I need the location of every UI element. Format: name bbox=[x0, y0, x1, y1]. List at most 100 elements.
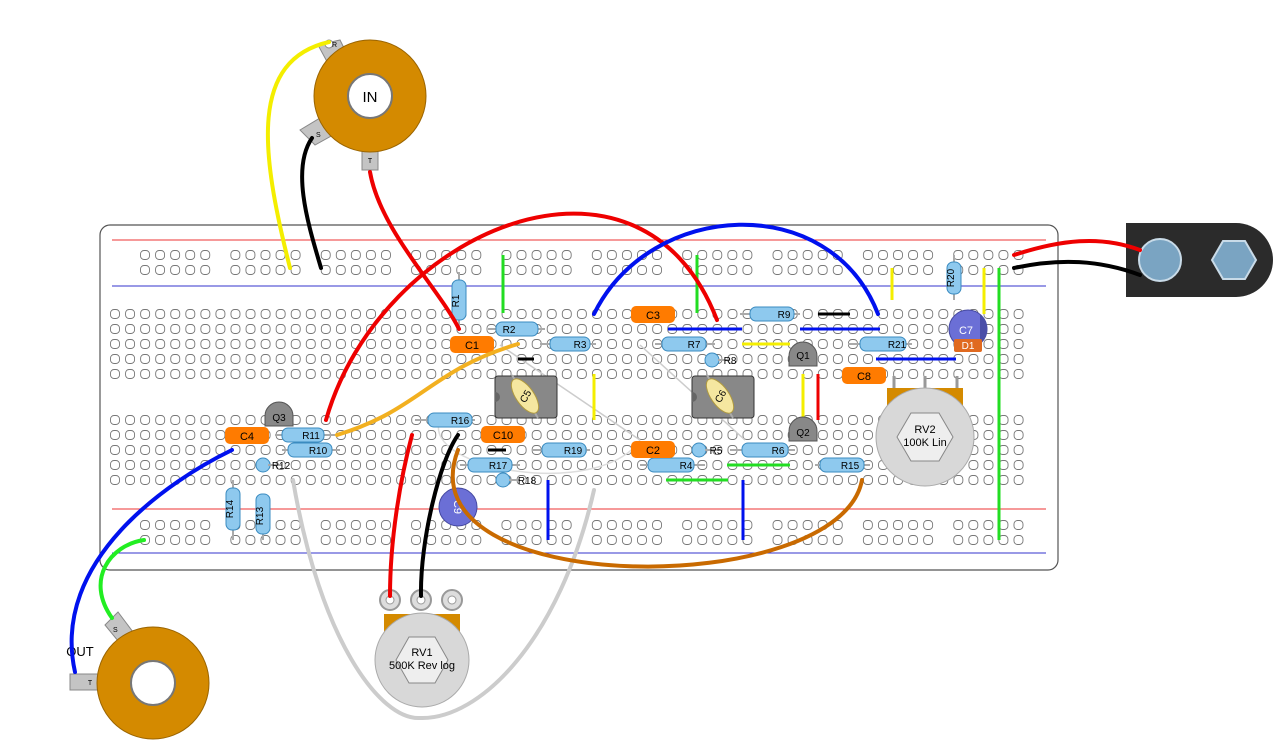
breadboard-hole[interactable] bbox=[335, 354, 346, 364]
breadboard-hole[interactable] bbox=[335, 460, 346, 470]
breadboard-hole[interactable] bbox=[652, 265, 662, 275]
breadboard-hole[interactable] bbox=[622, 369, 632, 379]
breadboard-hole[interactable] bbox=[185, 520, 196, 530]
breadboard-hole[interactable] bbox=[953, 535, 964, 545]
breadboard-hole[interactable] bbox=[471, 475, 482, 485]
breadboard-hole[interactable] bbox=[365, 250, 376, 260]
breadboard-hole[interactable] bbox=[607, 445, 617, 455]
breadboard-hole[interactable] bbox=[546, 250, 557, 260]
breadboard-hole[interactable] bbox=[516, 520, 527, 530]
breadboard-hole[interactable] bbox=[230, 265, 241, 275]
breadboard-hole[interactable] bbox=[953, 520, 964, 530]
breadboard-hole[interactable] bbox=[923, 309, 934, 319]
breadboard-hole[interactable] bbox=[832, 430, 843, 440]
breadboard-hole[interactable] bbox=[983, 415, 994, 425]
blue-wire[interactable] bbox=[592, 222, 880, 316]
breadboard-hole[interactable] bbox=[953, 250, 964, 260]
breadboard-hole[interactable] bbox=[968, 475, 979, 485]
breadboard-hole[interactable] bbox=[320, 354, 331, 364]
breadboard-hole[interactable] bbox=[727, 309, 738, 319]
breadboard-hole[interactable] bbox=[817, 354, 828, 364]
breadboard-hole[interactable] bbox=[471, 250, 482, 260]
breadboard-hole[interactable] bbox=[667, 430, 678, 440]
breadboard-hole[interactable] bbox=[561, 520, 572, 530]
breadboard-hole[interactable] bbox=[637, 535, 647, 545]
breadboard-hole[interactable] bbox=[697, 309, 708, 319]
breadboard-hole[interactable] bbox=[411, 324, 422, 334]
breadboard-hole[interactable] bbox=[893, 265, 903, 275]
breadboard-hole[interactable] bbox=[832, 520, 843, 530]
breadboard-hole[interactable] bbox=[637, 324, 648, 334]
breadboard-hole[interactable] bbox=[185, 250, 196, 260]
breadboard-hole[interactable] bbox=[682, 445, 693, 455]
breadboard-hole[interactable] bbox=[817, 265, 828, 275]
breadboard-hole[interactable] bbox=[155, 475, 166, 485]
breadboard-hole[interactable] bbox=[983, 520, 994, 530]
breadboard-hole[interactable] bbox=[757, 324, 768, 334]
breadboard-hole[interactable] bbox=[335, 520, 346, 530]
breadboard-hole[interactable] bbox=[245, 415, 256, 425]
breadboard-hole[interactable] bbox=[772, 475, 783, 485]
transistor-q3[interactable]: Q3 bbox=[264, 401, 294, 427]
breadboard-hole[interactable] bbox=[426, 250, 437, 260]
breadboard-hole[interactable] bbox=[275, 535, 286, 545]
breadboard-hole[interactable] bbox=[411, 309, 422, 319]
breadboard-hole[interactable] bbox=[170, 369, 181, 379]
breadboard-hole[interactable] bbox=[260, 250, 271, 260]
breadboard-hole[interactable] bbox=[742, 324, 753, 334]
breadboard-hole[interactable] bbox=[561, 354, 572, 364]
breadboard-hole[interactable] bbox=[847, 445, 858, 455]
breadboard-hole[interactable] bbox=[125, 309, 136, 319]
breadboard-hole[interactable] bbox=[561, 475, 572, 485]
breadboard-hole[interactable] bbox=[350, 250, 361, 260]
breadboard-hole[interactable] bbox=[320, 324, 331, 334]
resistor-r1[interactable]: R1 bbox=[451, 272, 467, 328]
breadboard-hole[interactable] bbox=[215, 415, 226, 425]
breadboard-hole[interactable] bbox=[772, 520, 783, 530]
breadboard-hole[interactable] bbox=[426, 535, 437, 545]
breadboard-hole[interactable] bbox=[712, 460, 723, 470]
breadboard-hole[interactable] bbox=[757, 475, 768, 485]
breadboard-hole[interactable] bbox=[938, 339, 949, 349]
breadboard-hole[interactable] bbox=[1013, 430, 1024, 440]
breadboard-hole[interactable] bbox=[441, 324, 452, 334]
resistor-r5[interactable]: R5 bbox=[691, 442, 723, 458]
breadboard-hole[interactable] bbox=[772, 265, 783, 275]
resistor-r18[interactable]: R18 bbox=[495, 472, 537, 488]
breadboard-hole[interactable] bbox=[335, 475, 346, 485]
breadboard-hole[interactable] bbox=[200, 430, 211, 440]
breadboard-hole[interactable] bbox=[381, 369, 392, 379]
breadboard-hole[interactable] bbox=[110, 475, 120, 485]
breadboard-hole[interactable] bbox=[606, 265, 617, 275]
resistor-r20[interactable]: R20 bbox=[946, 255, 962, 300]
breadboard-hole[interactable] bbox=[275, 324, 286, 334]
breadboard-hole[interactable] bbox=[486, 475, 497, 485]
breadboard-hole[interactable] bbox=[863, 415, 873, 425]
breadboard-hole[interactable] bbox=[621, 535, 632, 545]
breadboard-hole[interactable] bbox=[456, 535, 467, 545]
breadboard-hole[interactable] bbox=[908, 520, 919, 530]
breadboard-hole[interactable] bbox=[862, 520, 873, 530]
breadboard-hole[interactable] bbox=[923, 520, 934, 530]
breadboard-hole[interactable] bbox=[110, 415, 120, 425]
breadboard-hole[interactable] bbox=[441, 535, 452, 545]
breadboard-hole[interactable] bbox=[381, 520, 391, 530]
breadboard-hole[interactable] bbox=[411, 339, 422, 349]
breadboard-hole[interactable] bbox=[350, 535, 361, 545]
breadboard-hole[interactable] bbox=[200, 250, 211, 260]
capacitor-c8[interactable]: C8 bbox=[842, 367, 886, 384]
breadboard-hole[interactable] bbox=[968, 520, 979, 530]
breadboard-hole[interactable] bbox=[742, 250, 753, 260]
black-wire[interactable] bbox=[418, 433, 460, 598]
breadboard-hole[interactable] bbox=[561, 309, 572, 319]
breadboard-hole[interactable] bbox=[411, 369, 422, 379]
breadboard-hole[interactable] bbox=[471, 369, 482, 379]
resistor-r11[interactable]: R11 bbox=[275, 427, 335, 443]
breadboard-hole[interactable] bbox=[140, 445, 151, 455]
breadboard-hole[interactable] bbox=[366, 430, 376, 440]
breadboard-hole[interactable] bbox=[1013, 309, 1024, 319]
output-jack[interactable]: S T OUT bbox=[66, 611, 210, 740]
breadboard-hole[interactable] bbox=[140, 475, 151, 485]
breadboard-hole[interactable] bbox=[908, 324, 919, 334]
breadboard-hole[interactable] bbox=[290, 460, 301, 470]
